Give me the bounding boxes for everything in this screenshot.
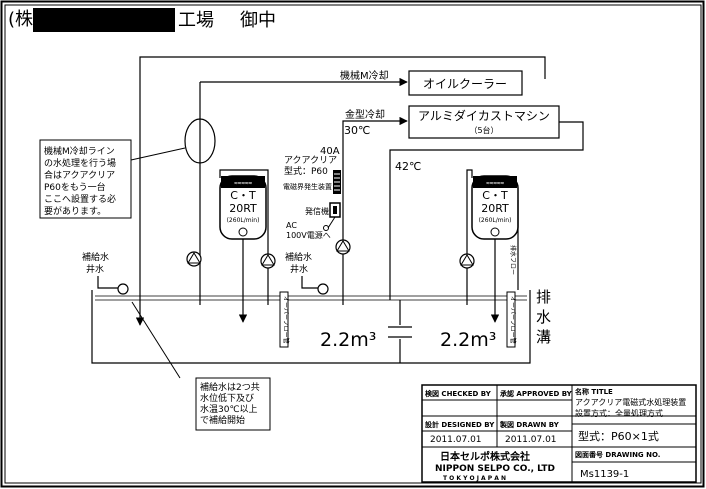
- cooling-tower-left: ≈≈≈≈≈ C・T 20RT (260L/min): [219, 175, 267, 240]
- bypass-flow-label: 排水フロー: [509, 245, 517, 275]
- tank-outline: [91, 290, 531, 364]
- oscillator-label: 発信機: [305, 206, 329, 216]
- overflow-pipe-left: [279, 291, 289, 348]
- magnetic-device-label: 電磁界発生装置: [283, 182, 332, 191]
- approved-by-label: 承認 APPROVED BY: [500, 389, 573, 398]
- machine-cooling-loop: [135, 56, 546, 326]
- designed-date: 2011.07.01: [430, 435, 482, 445]
- overflow-pipe-right: [506, 291, 516, 348]
- aquaclear-model: 型式：P60: [284, 165, 328, 177]
- title-label: 名称 TITLE: [575, 387, 613, 396]
- makeup-mid-label-2: 井水: [290, 263, 308, 275]
- company-name-jp: 日本セルポ株式会社: [440, 450, 530, 463]
- die-cast-count: （5台）: [469, 125, 498, 135]
- header-company-prefix: (株): [8, 9, 40, 30]
- float-valve-icon: [117, 283, 129, 295]
- overflow-right-label: オーバーフロー管: [509, 296, 517, 344]
- ac-power-detail: 100V電源へ: [286, 231, 331, 240]
- makeup-note-line: 水温30℃以上: [200, 403, 258, 415]
- svg-text:≈≈≈≈≈: ≈≈≈≈≈: [234, 180, 252, 187]
- overflow-left-label: オーバーフロー管: [282, 296, 290, 344]
- makeup-left-label-1: 補給水: [82, 251, 109, 263]
- machine-note-box: [39, 139, 132, 219]
- flow-40a-label: 40A: [320, 146, 340, 157]
- ct-left-capacity: 20RT: [229, 202, 257, 215]
- die-cast-machine-label: アルミダイカストマシン: [418, 108, 550, 123]
- machine-note-line: 合はアクアクリア: [44, 169, 115, 181]
- pump-icon: [260, 253, 276, 269]
- note-leader-line: [130, 147, 186, 161]
- machine-note-line: P60をもう一台: [44, 181, 106, 193]
- machine-note-line: の水処理を行う場: [44, 157, 116, 169]
- makeup-left-label-2: 井水: [86, 263, 104, 275]
- machine-note-line: 要があります。: [44, 205, 106, 217]
- checked-by-label: 検図 CHECKED BY: [425, 389, 492, 398]
- tank-right-volume: 2.2m³: [440, 329, 496, 351]
- oil-cooler-label: オイルクーラー: [423, 77, 507, 91]
- makeup-left-pipe: [97, 276, 118, 289]
- makeup-note-box: [195, 377, 271, 431]
- drain-char-2: 水: [536, 308, 551, 326]
- water-level-lines: [95, 295, 527, 301]
- machine-note-line: 機械M冷却ライン: [44, 145, 115, 157]
- die-cast-machine-box: [408, 105, 560, 139]
- mold-cooling-loop: [342, 116, 584, 300]
- header-factory-suffix: 工場: [178, 10, 214, 31]
- temp-30-label: 30℃: [344, 124, 370, 137]
- redacted-company-name: [33, 8, 175, 32]
- makeup-note-line: 補給水は2つ共: [200, 381, 260, 393]
- makeup-note-line: で補給開始: [200, 414, 245, 426]
- model-line: 型式：P60×1式: [578, 429, 659, 443]
- drawn-by-label: 製図 DRAWN BY: [499, 420, 560, 429]
- drawing-inner-border: [4, 4, 702, 484]
- pump-icon: [186, 251, 202, 267]
- drain-char-3: 溝: [536, 328, 551, 346]
- mold-cooling-label: 金型冷却: [345, 108, 385, 121]
- float-valve-icon: [317, 283, 329, 295]
- drawing-no-label: 図面番号 DRAWING NO.: [575, 450, 660, 459]
- drawn-date: 2011.07.01: [505, 435, 557, 445]
- ct-right-label: C・T: [482, 189, 508, 202]
- drawing-no: Ms1139-1: [580, 469, 629, 480]
- ct-piping: [199, 169, 519, 323]
- makeup-note-leader: [131, 301, 181, 379]
- power-cable: [327, 216, 336, 229]
- aquaclear-title: アクアクリア: [284, 155, 337, 166]
- makeup-note-line: 水位低下及び: [200, 392, 254, 404]
- designed-by-label: 設計 DESIGNED BY: [425, 420, 495, 429]
- title-block: [421, 384, 697, 483]
- oscillator-display-icon: [333, 206, 337, 214]
- title-line-1: アクアクリア電磁式水処理装置: [575, 397, 686, 407]
- ct-left-label: C・T: [230, 189, 256, 202]
- partition-gap: [388, 325, 412, 339]
- ct-left-flow: (260L/min): [227, 217, 260, 224]
- title-line-2: 設置方式：全量処理方式: [575, 408, 663, 418]
- magnetic-coil-icon: [334, 173, 340, 191]
- pump-icon: [459, 253, 475, 269]
- ct-right-flow: (260L/min): [479, 217, 512, 224]
- company-city: T O K Y O J A P A N: [443, 475, 506, 482]
- power-plug-icon: [323, 225, 329, 231]
- drain-char-1: 排: [536, 288, 551, 306]
- header-honorific: 御中: [240, 10, 276, 31]
- company-name-en: NIPPON SELPO CO., LTD: [435, 464, 555, 474]
- partition-symbol: [388, 326, 412, 338]
- oil-cooler-box: [408, 70, 523, 96]
- cooling-tower-right: ≈≈≈≈≈ C・T 20RT (260L/min): [471, 175, 519, 240]
- svg-text:≈≈≈≈≈: ≈≈≈≈≈: [486, 180, 504, 187]
- tank-left-volume: 2.2m³: [320, 329, 376, 351]
- makeup-mid-pipe: [301, 276, 318, 289]
- temp-42-label: 42℃: [395, 160, 421, 173]
- machine-note-text: 機械M冷却ライン の水処理を行う場 合はアクアクリア P60をもう一台 ここへ設…: [44, 145, 116, 217]
- makeup-mid-label-1: 補給水: [285, 251, 312, 263]
- ac-power-label: AC: [286, 221, 297, 230]
- ct-right-capacity: 20RT: [481, 202, 509, 215]
- machine-note-line: ここへ設置する必: [44, 193, 116, 205]
- pump-icon: [335, 239, 351, 255]
- machine-cooling-label: 機械M冷却: [340, 69, 389, 82]
